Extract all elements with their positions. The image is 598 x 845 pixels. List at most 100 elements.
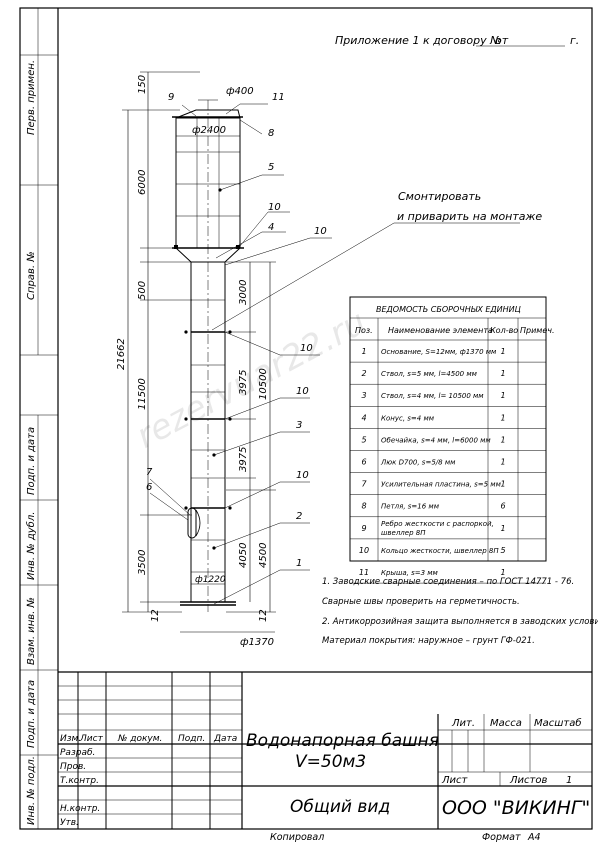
table-cell: 1 xyxy=(500,369,505,378)
dim-12-right: 12 xyxy=(258,609,269,622)
table-cell: Ствол, s=5 мм, l=4500 мм xyxy=(381,370,478,378)
tb-role-prov: Пров. xyxy=(60,762,86,772)
table-cell: Ствол, s=4 мм, l= 10500 мм xyxy=(381,392,484,400)
tb-lit: Лит. xyxy=(451,718,475,729)
appendix-year: г. xyxy=(570,34,579,47)
callout-1: 1 xyxy=(296,558,302,569)
col-header-qty: Кол-во xyxy=(490,326,518,335)
tb-format-value: А4 xyxy=(527,832,541,843)
note-4: Материал покрытия: наружное – грунт ГФ-0… xyxy=(322,636,535,646)
assembly-table-title: ВЕДОМОСТЬ СБОРОЧНЫХ ЕДИНИЦ xyxy=(376,305,521,314)
dim-d400: ф400 xyxy=(226,86,254,97)
table-cell: 3 xyxy=(361,391,366,400)
notes: 1. Заводские сварные соединения – по ГОС… xyxy=(322,577,598,646)
tb-name-line-2: V=50м3 xyxy=(295,752,366,772)
appendix-from: от xyxy=(495,34,509,47)
table-cell: 2 xyxy=(361,369,366,378)
dim-6000: 6000 xyxy=(137,170,148,195)
table-cell: 5 xyxy=(361,435,366,444)
callout-10-c: 10 xyxy=(300,343,313,354)
table-cell: 1 xyxy=(500,480,505,489)
tb-scale: Масштаб xyxy=(534,717,582,729)
outer-frame xyxy=(19,7,593,830)
tb-col-izm: Изм. xyxy=(60,734,81,744)
dim-4500: 4500 xyxy=(258,543,269,568)
table-cell: Люк D700, s=5/8 мм xyxy=(380,459,456,467)
appendix-text: Приложение 1 к договору № xyxy=(335,34,502,47)
callout-10-e: 10 xyxy=(296,470,309,481)
note-line-1: Смонтировать xyxy=(398,190,481,203)
stamp-inv-podl: Инв. № подл. xyxy=(26,756,37,825)
stamp-podp-data-1: Подп. и дата xyxy=(26,427,37,495)
tb-sheets-value: 1 xyxy=(566,775,572,786)
tb-name-line-1: Водонапорная башня xyxy=(246,731,439,751)
callout-7: 7 xyxy=(146,467,153,478)
title-block: Изм. Лист № докум. Подп. Дата Разраб. Пр… xyxy=(58,671,592,843)
callout-9: 9 xyxy=(168,92,174,103)
table-cell: 6 xyxy=(500,502,505,511)
stamp-vzam-inv: Взам. инв. № xyxy=(26,597,37,665)
col-header-pos: Поз. xyxy=(355,326,373,335)
dim-3975-a: 3975 xyxy=(238,370,249,395)
table-cell: 10 xyxy=(359,546,369,555)
callout-10-a: 10 xyxy=(268,202,281,213)
dim-21662: 21662 xyxy=(116,338,127,370)
tb-copied: Копировал xyxy=(270,832,324,843)
tb-col-podp: Подп. xyxy=(178,734,205,744)
callouts: 9 11 8 5 10 4 10 10 10 3 7 6 10 2 1 Смон… xyxy=(146,92,542,605)
dim-d1220: ф1220 xyxy=(195,575,226,585)
table-cell: 1 xyxy=(500,458,505,467)
stamp-podp-data-2: Подп. и дата xyxy=(26,680,37,748)
table-cell: Основание, S=12мм, ф1370 мм xyxy=(381,348,497,356)
tb-sheets: Листов xyxy=(509,775,547,786)
dim-150: 150 xyxy=(137,75,148,94)
tb-view: Общий вид xyxy=(290,797,390,817)
dim-3975-b: 3975 xyxy=(238,447,249,472)
tb-mass: Масса xyxy=(490,718,522,729)
table-cell: 1 xyxy=(500,347,505,356)
tb-col-doc: № докум. xyxy=(117,734,162,744)
dimensions: 150 6000 500 11500 3500 21662 12 3000 39… xyxy=(116,71,276,648)
note-2: Сварные швы проверить на герметичность. xyxy=(322,597,520,607)
watermark: rezervuar22.ru xyxy=(130,302,373,456)
table-cell: 5 xyxy=(500,546,505,555)
table-cell: 1 xyxy=(500,524,505,533)
dim-11500: 11500 xyxy=(137,378,148,410)
stamp-perv-primen: Перв. примен. xyxy=(26,60,37,135)
dim-d1370: ф1370 xyxy=(240,637,274,648)
note-line-2: и приварить на монтаже xyxy=(397,210,542,223)
table-cell: Обечайка, s=4 мм, l=6000 мм xyxy=(381,436,491,444)
callout-11: 11 xyxy=(272,92,285,103)
dim-3500: 3500 xyxy=(137,550,148,575)
tb-col-data: Дата xyxy=(213,734,237,744)
table-cell: Ребро жесткости с распоркой,швеллер 8П xyxy=(381,520,494,537)
callout-6: 6 xyxy=(146,482,152,493)
table-cell: 9 xyxy=(361,524,366,533)
table-cell: Усилительная пластина, s=5 мм xyxy=(381,481,502,489)
table-cell: 1 xyxy=(500,391,505,400)
tb-format-label: Формат xyxy=(482,832,521,843)
tower-drawing xyxy=(172,100,244,612)
table-cell: 1 xyxy=(500,568,505,577)
callout-5: 5 xyxy=(268,162,274,173)
callout-10-d: 10 xyxy=(296,386,309,397)
table-cell: Крыша, s=3 мм xyxy=(381,569,439,577)
dim-4050: 4050 xyxy=(238,543,249,568)
table-cell: Кольцо жесткости, швеллер 8П xyxy=(381,547,499,555)
tb-col-list: Лист xyxy=(79,734,104,744)
callout-2: 2 xyxy=(296,511,302,522)
note-1: 1. Заводские сварные соединения – по ГОС… xyxy=(322,577,574,587)
stamp-sprav: Справ. № xyxy=(26,251,37,300)
dim-500: 500 xyxy=(137,281,148,300)
tb-role-utv: Утв. xyxy=(60,818,79,828)
callout-10-b: 10 xyxy=(314,226,327,237)
tb-sheet: Лист xyxy=(441,775,469,786)
table-cell: Петля, s=16 мм xyxy=(381,503,440,511)
callout-8: 8 xyxy=(268,128,274,139)
dim-12-left: 12 xyxy=(150,609,161,622)
table-cell: 1 xyxy=(500,413,505,422)
dim-10500: 10500 xyxy=(258,368,269,400)
col-header-note: Примеч. xyxy=(520,326,555,335)
callout-4: 4 xyxy=(268,222,274,233)
